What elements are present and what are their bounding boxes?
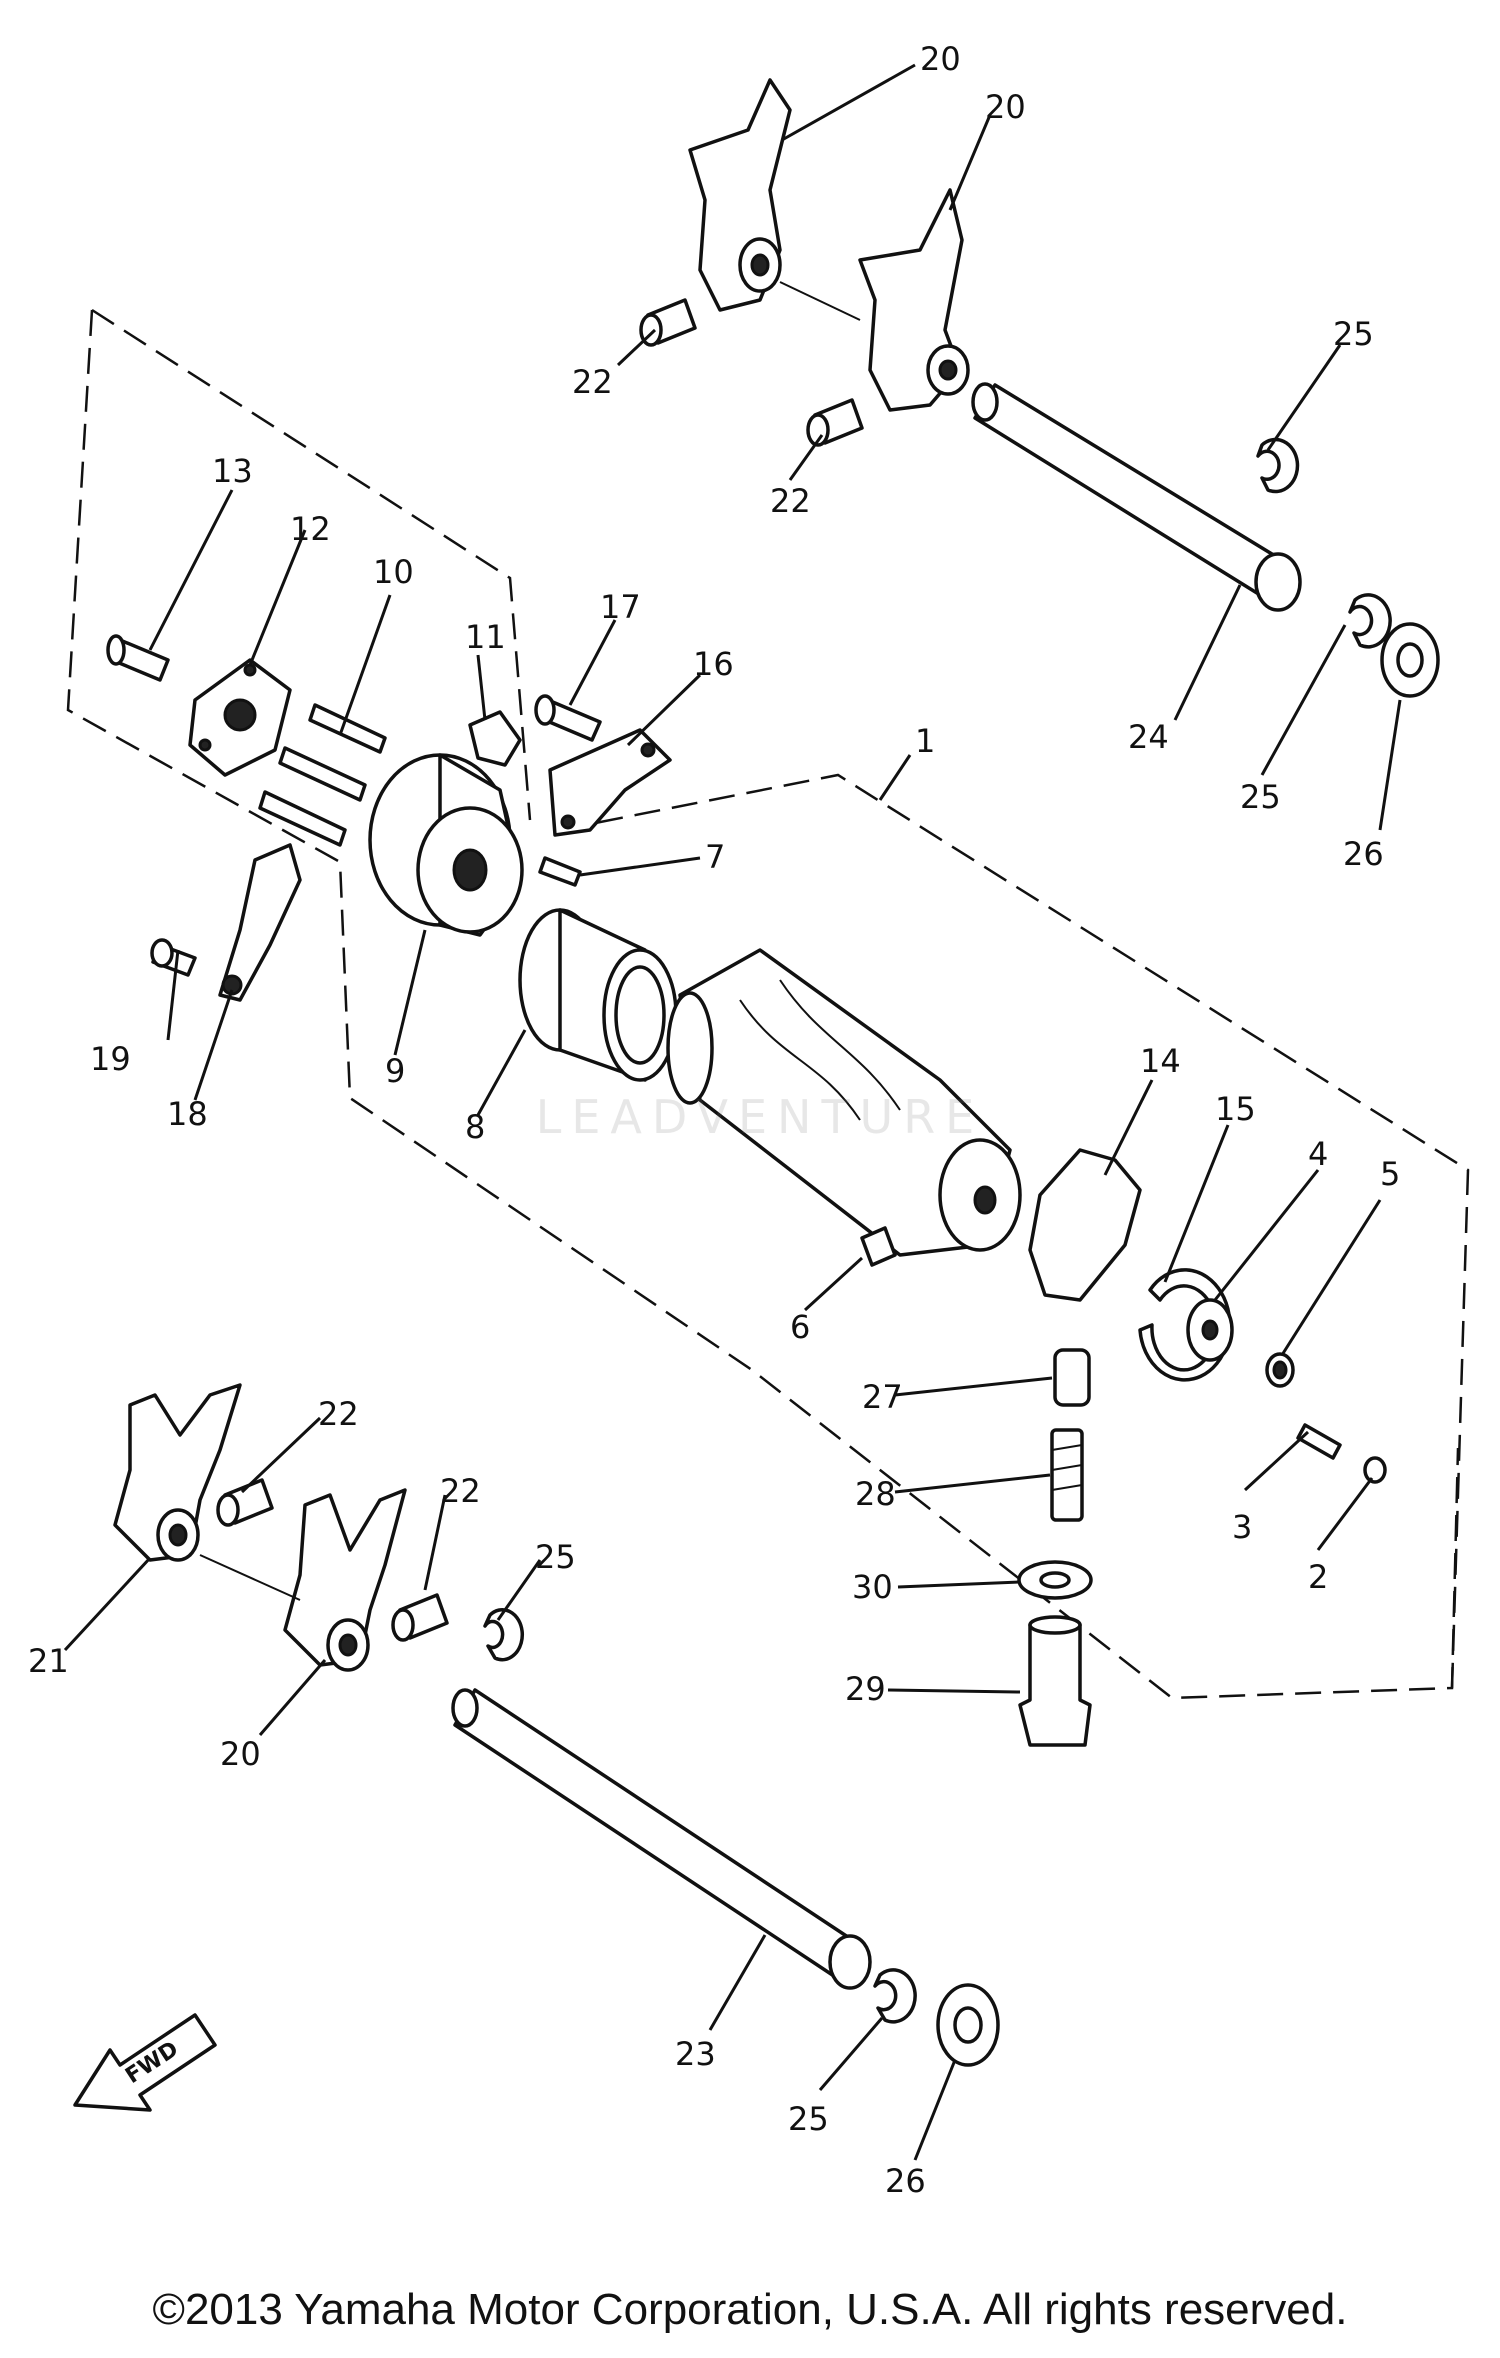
callout-18: 18 — [167, 1095, 208, 1133]
circlip-upper-25b — [1348, 593, 1392, 649]
callout-26-lower: 26 — [885, 2162, 926, 2200]
callout-5: 5 — [1380, 1155, 1400, 1193]
shift-cam-1 — [666, 948, 1022, 1257]
pin-7 — [538, 856, 582, 887]
callout-25-lower-d: 25 — [788, 2100, 829, 2138]
circlip-upper-25a — [1256, 437, 1300, 494]
callout-30: 30 — [852, 1568, 893, 1606]
shift-fork-upper-21 — [688, 78, 792, 312]
callout-4: 4 — [1308, 1135, 1328, 1173]
watermark: LEADVENTURE — [535, 1090, 985, 1144]
washer-4 — [1186, 1298, 1234, 1362]
callout-10: 10 — [373, 553, 414, 591]
needle-bearing-8 — [518, 908, 678, 1082]
callout-9: 9 — [385, 1052, 405, 1090]
callout-3: 3 — [1232, 1508, 1252, 1546]
stopper-lever-11 — [468, 710, 522, 767]
forward-arrow-icon: FWD — [73, 2013, 217, 2112]
assembly-boundary-right — [559, 773, 1470, 1689]
bolt-17 — [534, 694, 602, 742]
callout-20-lower: 20 — [220, 1735, 261, 1773]
plunger-2 — [1363, 1456, 1387, 1484]
callout-27: 27 — [862, 1378, 903, 1416]
callout-25-upper-a: 25 — [1333, 315, 1374, 353]
circlip-lower-25c — [483, 1607, 525, 1662]
assembly-boundary-top — [91, 308, 532, 821]
callout-25-lower-c: 25 — [535, 1538, 576, 1576]
circlip-lower-25d — [873, 1968, 917, 2024]
callout-22-lower-d: 22 — [440, 1472, 481, 1510]
callout-6: 6 — [790, 1308, 810, 1346]
guide-pin-lower-22d — [391, 1593, 449, 1642]
shift-fork-upper-20 — [858, 188, 970, 412]
pin-6 — [860, 1226, 897, 1267]
leader-lines — [63, 63, 1402, 2161]
callout-29: 29 — [845, 1670, 886, 1708]
callout-21-upper: 20 — [920, 40, 961, 78]
copyright-notice: ©2013 Yamaha Motor Corporation, U.S.A. A… — [152, 2285, 1348, 2334]
bolt-13 — [106, 634, 170, 682]
assembly-boundary-left — [66, 309, 1460, 1700]
shift-cam-segment-9 — [368, 753, 524, 937]
callout-labels: 20 20 22 22 25 24 25 26 13 12 10 11 17 1… — [28, 40, 1400, 2200]
callout-1: 1 — [915, 722, 935, 760]
shift-fork-lower-21 — [113, 1383, 242, 1562]
callout-7: 7 — [705, 838, 725, 876]
spring-28 — [1050, 1428, 1084, 1522]
callout-20-upper: 20 — [985, 88, 1026, 126]
guide-pin-upper-22a — [639, 298, 697, 347]
gasket-30 — [1017, 1560, 1093, 1600]
shift-fork-lower-20 — [283, 1488, 407, 1672]
callout-22-lower-c: 22 — [318, 1395, 359, 1433]
callout-22-upper-b: 22 — [770, 482, 811, 520]
bearing-upper-26 — [1380, 622, 1440, 698]
callout-11: 11 — [465, 618, 506, 656]
bolt-19 — [150, 938, 197, 977]
shift-fork-shaft-upper-24 — [971, 382, 1302, 612]
callout-16: 16 — [693, 645, 734, 683]
screw-5 — [1265, 1352, 1295, 1388]
callout-19: 19 — [90, 1040, 131, 1078]
guide-pin-upper-22b — [806, 398, 864, 447]
stopper-lever-18 — [218, 843, 302, 1002]
shift-fork-shaft-lower-23 — [451, 1688, 872, 1990]
callout-17: 17 — [600, 588, 641, 626]
callout-23: 23 — [675, 2035, 716, 2073]
callout-21-lower: 21 — [28, 1642, 69, 1680]
dowel-pins-10 — [258, 703, 387, 847]
callout-22-upper-a: 22 — [572, 363, 613, 401]
callout-24: 24 — [1128, 718, 1169, 756]
bearing-lower-26 — [936, 1983, 1000, 2067]
callout-26-upper: 26 — [1343, 835, 1384, 873]
stopper-14 — [1028, 1148, 1142, 1302]
plug-29 — [1018, 1615, 1092, 1747]
callout-13: 13 — [212, 452, 253, 490]
spring-3 — [1296, 1423, 1342, 1460]
segment-plate-12 — [188, 658, 292, 777]
callout-15: 15 — [1215, 1090, 1256, 1128]
callout-14: 14 — [1140, 1042, 1181, 1080]
callout-12: 12 — [290, 510, 331, 548]
callout-28: 28 — [855, 1475, 896, 1513]
callout-2: 2 — [1308, 1558, 1328, 1596]
callout-8: 8 — [465, 1108, 485, 1146]
plunger-27 — [1053, 1348, 1091, 1407]
stopper-plate-16 — [548, 728, 672, 837]
guide-pin-lower-22c — [216, 1478, 274, 1527]
callout-25-upper-b: 25 — [1240, 778, 1281, 816]
